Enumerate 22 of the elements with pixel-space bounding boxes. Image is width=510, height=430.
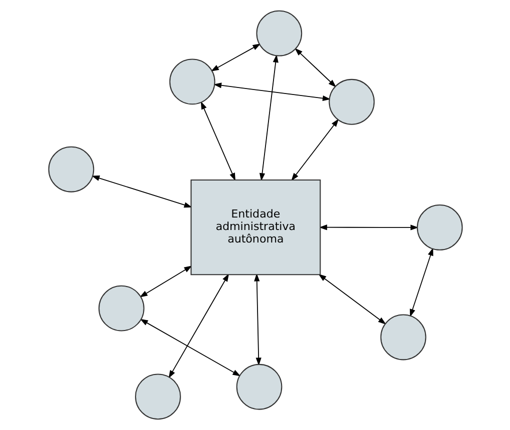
- arrow: [318, 274, 386, 324]
- arrow: [254, 273, 261, 366]
- arrow: [210, 44, 260, 72]
- node-circle: [48, 146, 94, 192]
- arrow: [168, 274, 229, 378]
- arrow: [294, 48, 336, 88]
- arrow: [200, 101, 235, 181]
- arrow: [212, 82, 330, 102]
- node-circle: [134, 374, 180, 420]
- node-circle: [98, 285, 144, 332]
- arrow: [258, 54, 278, 182]
- node-circle: [168, 58, 215, 105]
- node-box: Entidade administrativa autônoma: [190, 179, 320, 276]
- arrow: [409, 248, 433, 318]
- arrow: [318, 224, 418, 230]
- arrow: [290, 118, 338, 181]
- arrow: [139, 266, 192, 298]
- node-circle: [380, 314, 426, 360]
- arrow: [91, 175, 192, 208]
- node-circle: [236, 364, 282, 410]
- arrow: [139, 318, 240, 376]
- node-circle: [416, 204, 462, 250]
